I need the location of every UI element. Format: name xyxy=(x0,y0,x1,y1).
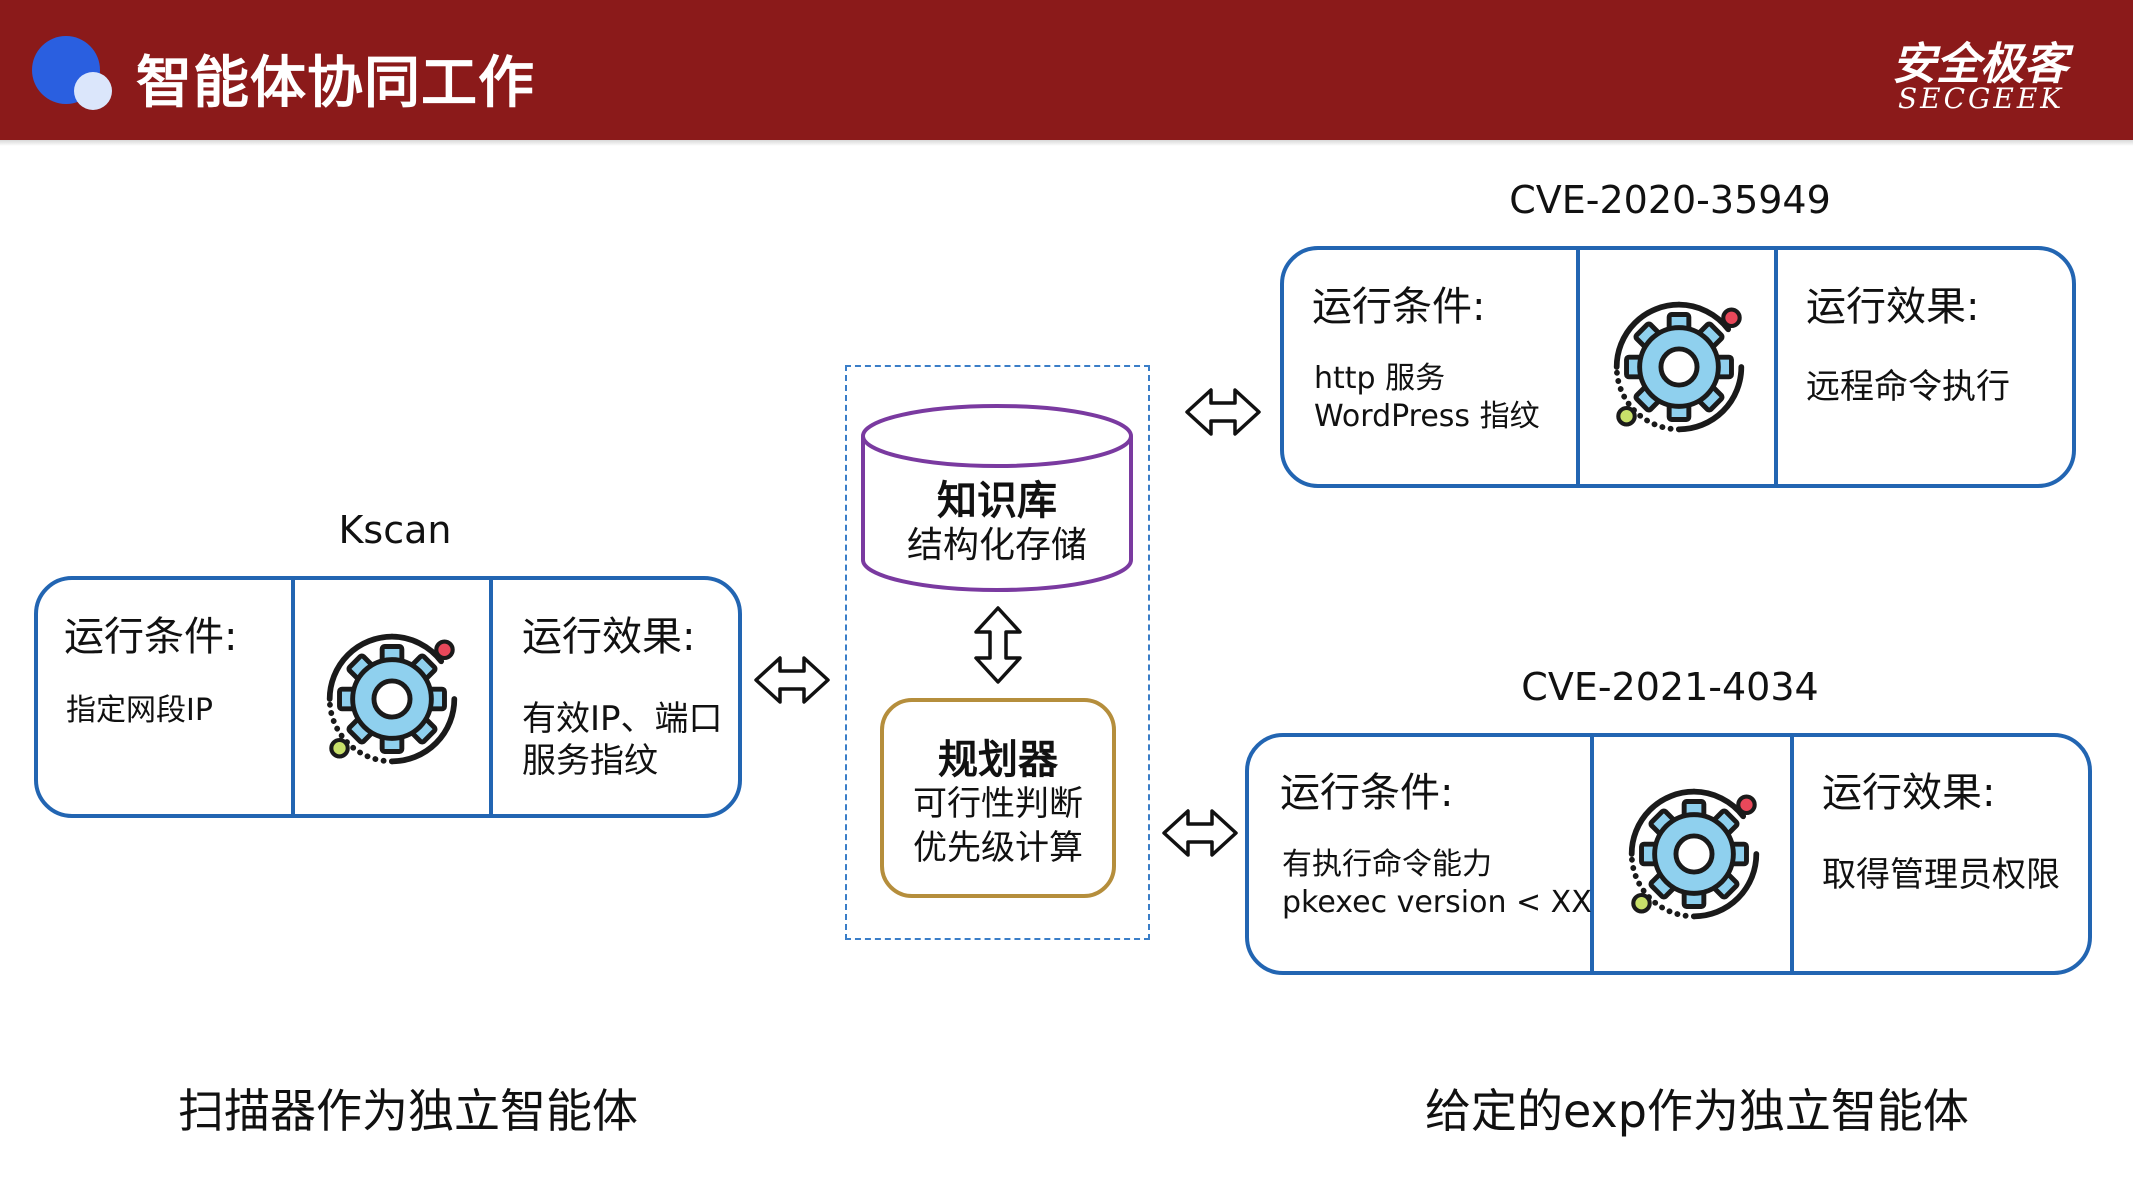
gear-cycle-icon xyxy=(1613,301,1745,433)
planner-title: 规划器 xyxy=(938,737,1058,783)
condition-line: WordPress 指纹 xyxy=(1314,399,1540,434)
agent-title-cve-2021-4034: CVE-2021-4034 xyxy=(1521,665,1819,709)
planner-line: 可行性判断 xyxy=(913,784,1083,824)
condition-label: 运行条件: xyxy=(64,614,238,660)
condition-label: 运行条件: xyxy=(1312,284,1486,330)
gear-cycle-icon xyxy=(326,633,458,765)
agent-divider xyxy=(1790,737,1794,971)
knowledge-base-title: 知识库 xyxy=(937,478,1057,524)
header-shadow xyxy=(0,140,2133,146)
double-arrow-icon xyxy=(1185,388,1261,436)
agent-title-kscan: Kscan xyxy=(338,508,452,552)
agent-divider xyxy=(1576,250,1580,484)
condition-line: 指定网段IP xyxy=(66,693,213,728)
central-dashed-frame xyxy=(845,365,1150,940)
effect-line: 取得管理员权限 xyxy=(1822,855,2060,895)
knowledge-base-subtitle: 结构化存储 xyxy=(906,525,1087,566)
double-arrow-icon xyxy=(754,656,830,704)
effect-label: 运行效果: xyxy=(1822,770,1996,816)
double-arrow-icon xyxy=(1162,809,1238,857)
agent-divider xyxy=(291,580,295,814)
vertical-double-arrow-icon xyxy=(974,606,1022,684)
page-title: 智能体协同工作 xyxy=(136,51,535,116)
brand-logo-en: SECGEEK xyxy=(1898,82,2065,115)
caption-scanner: 扫描器作为独立智能体 xyxy=(178,1084,638,1138)
gear-cycle-icon xyxy=(1628,788,1760,920)
agent-divider xyxy=(1774,250,1778,484)
effect-line: 服务指纹 xyxy=(522,741,658,781)
caption-exp: 给定的exp作为独立智能体 xyxy=(1425,1084,1969,1138)
condition-line: http 服务 xyxy=(1314,361,1446,396)
condition-line: pkexec version < XX xyxy=(1282,885,1592,920)
effect-line: 有效IP、端口 xyxy=(522,699,723,739)
agent-title-cve-2020-35949: CVE-2020-35949 xyxy=(1509,178,1831,222)
condition-line: 有执行命令能力 xyxy=(1282,847,1492,882)
planner-box xyxy=(880,698,1116,898)
database-cylinder-icon xyxy=(861,404,1133,592)
logo-dot-small-icon xyxy=(74,72,112,110)
agent-divider xyxy=(1590,737,1594,971)
effect-label: 运行效果: xyxy=(1806,284,1980,330)
agent-divider xyxy=(489,580,493,814)
condition-label: 运行条件: xyxy=(1280,770,1454,816)
effect-label: 运行效果: xyxy=(522,614,696,660)
agent-box-kscan xyxy=(34,576,742,818)
effect-line: 远程命令执行 xyxy=(1806,367,2010,407)
brand-logo-cn: 安全极客 xyxy=(1892,39,2068,90)
planner-line: 优先级计算 xyxy=(913,828,1083,868)
header-bar xyxy=(0,0,2133,140)
